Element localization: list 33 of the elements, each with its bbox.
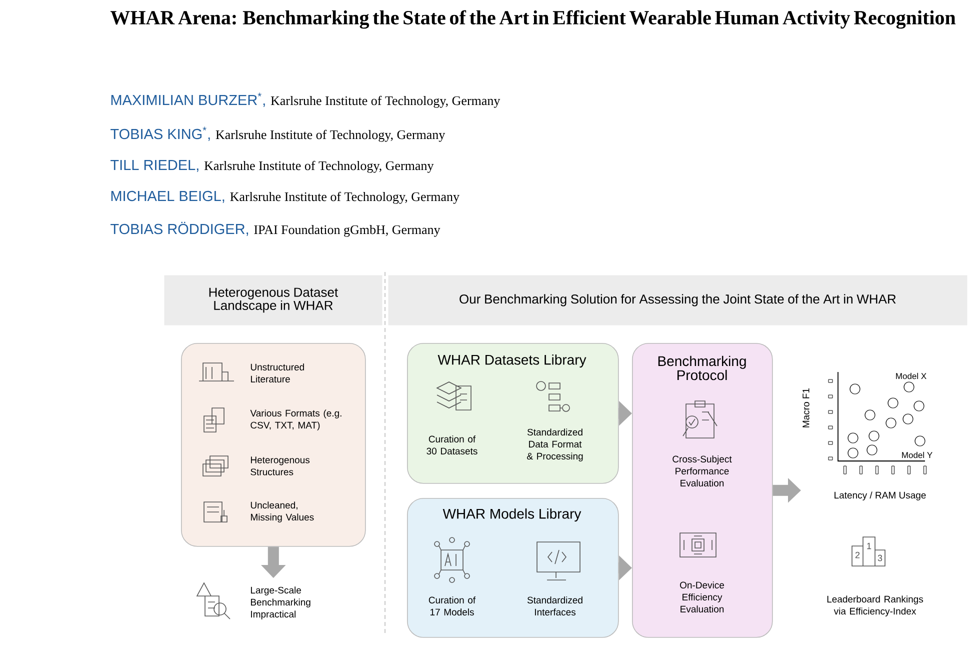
affiliation: Karlsruhe Institute of Technology, Germany [230,192,460,204]
author-name: TILL RIEDEL, [110,160,198,172]
paper-title: WHAR Arena: Benchmarking the State of the Art in Efficient Wearable Human Activity Recognition [110,10,956,29]
author-name: MAXIMILIAN BURZER$^{*}$, [111,92,265,107]
section-header: Our Benchmarking Solution for Assessing the Joint State of the Art in WHAR [388,275,968,326]
affiliation: IPAI Foundation gGmbH, Germany [254,224,440,237]
item-label: Standardized Interfaces [527,596,582,616]
item-label: Curation of 30 Datasets [426,436,478,454]
panel-title: WHAR Models Library [442,508,582,522]
affiliation: Karlsruhe Institute of Technology, Germany [270,96,500,108]
caption-text: Leaderboard Rankings via Efficiency-Index [827,596,924,616]
item-label: Uncleaned, Missing Values [250,502,314,522]
author-name: MICHAEL BEIGL, [111,190,224,203]
panel-title: Benchmarking Protocol [658,356,746,380]
section-header: Heterogenous Dataset Landscape in WHAR [164,275,382,326]
item-label: Large-Scale Benchmarking Impractical [251,586,310,620]
item-label: Curation of 17 Models [428,596,476,616]
author-name: TOBIAS RÖDDIGER, [110,222,248,236]
panel-title: WHAR Datasets Library [438,354,586,368]
author-name: TOBIAS KING$^{*}$, [110,126,210,141]
affiliation: Karlsruhe Institute of Technology, Germany [204,160,434,173]
item-label: Cross-Subject Performance Evaluation [672,456,732,486]
affiliation: Karlsruhe Institute of Technology, Germany [216,130,446,142]
point-label: Model Y [902,452,932,458]
item-label: Various Formats (e.g. CSV, TXT, MAT) [250,410,342,430]
item-label: On-Device Efficiency Evaluation [680,582,724,612]
axis-label: Macro F1 [802,388,810,428]
item-label: Heterogenous Structures [250,456,310,476]
item-label: Unstructured Literature [250,364,304,382]
podium-drawing: 2 1 3 [852,536,886,566]
point-label: Model X [896,372,926,380]
item-label: Standardized Data Format & Processing [527,428,583,462]
axis-label: Latency / RAM Usage [834,492,926,500]
